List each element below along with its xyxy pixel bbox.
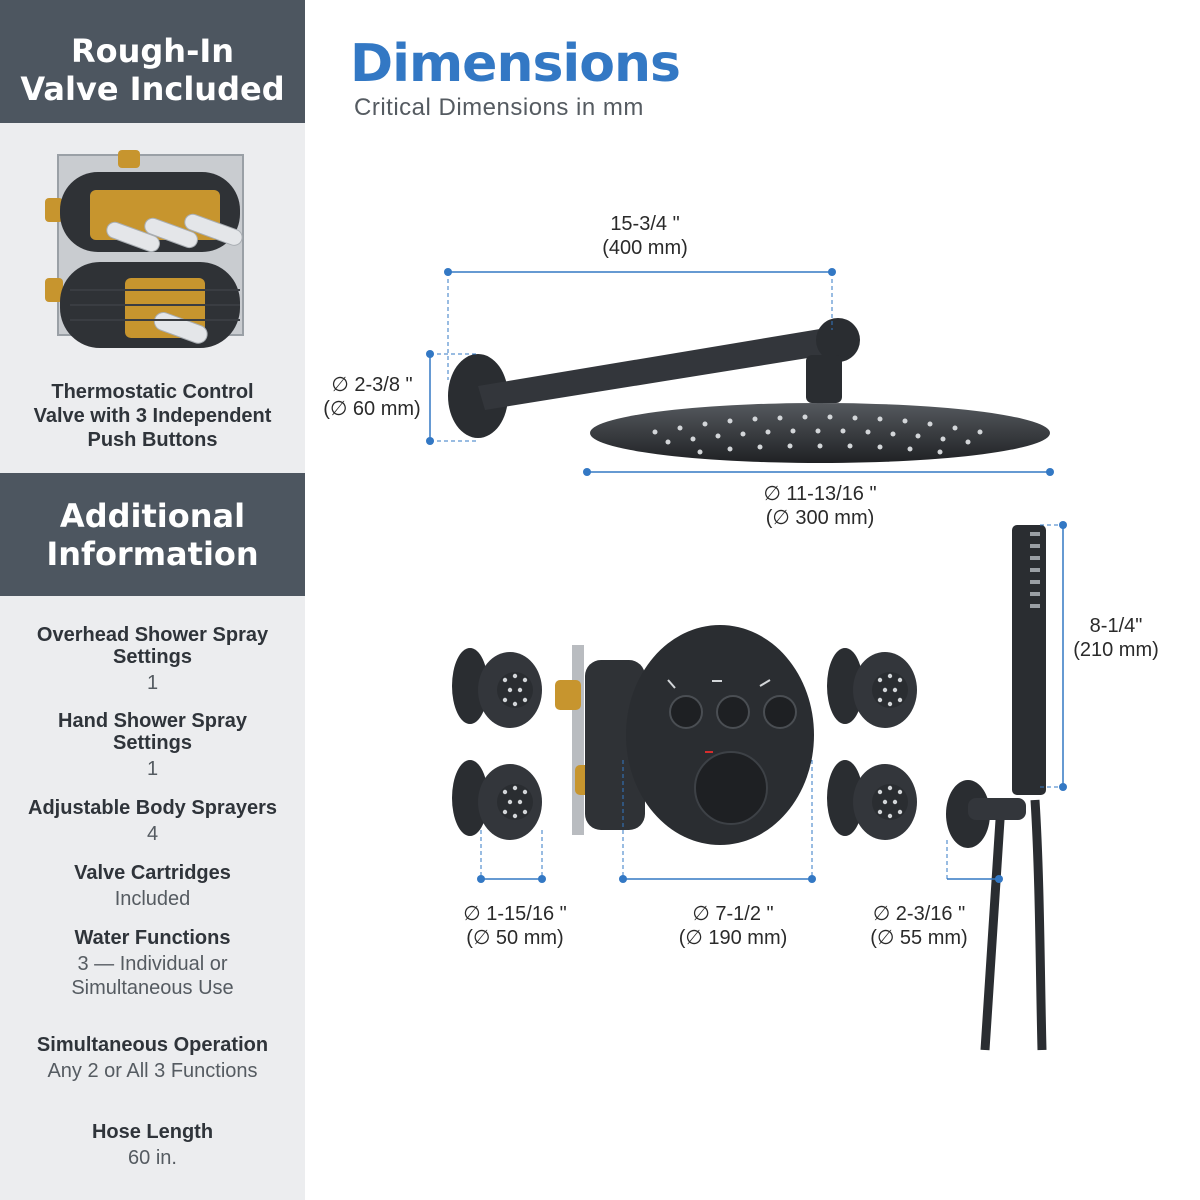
spec-value-line: Simultaneous Use [71,977,234,999]
valve-caption-line-2: Valve with 3 Independent [33,405,272,427]
shower-head [590,403,1050,463]
body-sprayer-label: ∅ 1-15/16 " (∅ 50 mm) [442,902,588,950]
additional-info-header-line-1: Additional [59,497,246,535]
valve-caption-line-1: Thermostatic Control [51,381,254,403]
rough-in-header-line-2: Valve Included [20,70,285,108]
spec-label: Adjustable Body Sprayers [28,797,277,819]
sidebar: Rough-In Valve Included Thermostatic Con… [0,0,305,1200]
holder-imperial: ∅ 2-3/16 " [872,903,966,925]
body-sprayer-imperial: ∅ 1-15/16 " [463,903,567,925]
arm-length-imperial: 15-3/4 " [610,213,680,235]
push-button-1 [669,695,703,729]
trim-plate-metric: (∅ 190 mm) [678,927,788,949]
additional-info-header: Additional Information [0,473,305,596]
thermostatic-knob [694,751,768,825]
wall-flange [448,354,508,438]
rough-in-header: Rough-In Valve Included [0,0,305,123]
hand-shower-imperial: 8-1/4" [1089,615,1143,637]
spec-hose-length: Hose Length 60 in. [0,1121,305,1170]
flange-dimension-line [426,350,476,445]
spec-simultaneous-operation: Simultaneous Operation Any 2 or All 3 Fu… [0,1034,305,1083]
holder-dimension-line [946,840,1003,883]
page-title: Dimensions [350,34,681,94]
hose [980,819,1005,1051]
body-sprayer-dimension-line [477,830,546,883]
spec-value-line: 3 — Individual or [77,953,228,975]
spec-value: 60 in. [128,1147,177,1169]
spec-label: Valve Cartridges [74,862,231,884]
valve-body [585,660,645,830]
function-icons [667,679,771,689]
push-button-3 [763,695,797,729]
shower-arm [478,326,845,410]
trim-plate-dimension-line [619,760,816,883]
trim-plate-label: ∅ 7-1/2 " (∅ 190 mm) [660,902,806,950]
shower-head-label: ∅ 11-13/16 " (∅ 300 mm) [735,482,905,530]
holder-metric: (∅ 55 mm) [870,927,968,949]
hand-shower-dimension-line [1040,521,1067,791]
arm-elbow [816,318,860,362]
hand-shower-label: 8-1/4" (210 mm) [1063,614,1169,662]
valve-caption: Thermostatic Control Valve with 3 Indepe… [0,380,305,452]
body-sprayer [452,760,542,840]
head-dimension-line [583,468,1054,476]
arm-length-label: 15-3/4 " (400 mm) [560,212,730,260]
spec-label-line: Hand Shower Spray [58,710,247,732]
trim-plate-imperial: ∅ 7-1/2 " [692,903,774,925]
body-sprayer-metric: (∅ 50 mm) [466,927,564,949]
rough-in-valve-image [45,150,244,348]
spec-value: Included [114,888,191,910]
spec-value: Any 2 or All 3 Functions [47,1060,258,1082]
arm-length-metric: (400 mm) [602,237,688,259]
arm-length-dimension-line [444,268,836,380]
additional-info-header-line-2: Information [46,535,259,573]
flange-imperial: ∅ 2-3/8 " [331,374,413,396]
hand-shower-handle [1012,525,1046,795]
body-sprayer [827,648,917,728]
brass-inlet [555,680,581,710]
spec-label-line: Settings [113,646,192,668]
trim-valve [555,625,814,845]
spec-value: 4 [146,823,159,845]
body-sprayer [452,648,542,728]
push-button-2 [716,695,750,729]
spec-body-sprayers: Adjustable Body Sprayers 4 [0,797,305,846]
body-sprayers [452,648,917,840]
spec-valve-cartridges: Valve Cartridges Included [0,862,305,911]
spec-value: 1 [146,758,159,780]
spec-label: Hose Length [91,1121,214,1143]
spec-value: 1 [146,672,159,694]
shower-head-imperial: ∅ 11-13/16 " [763,483,877,505]
spec-label: Simultaneous Operation [36,1034,269,1056]
spec-label-line: Overhead Shower Spray [36,624,269,646]
hand-shower [946,525,1047,1051]
mounting-bracket [572,645,584,835]
hand-shower-metric: (210 mm) [1073,639,1159,661]
overhead-shower [448,318,1050,463]
flange-label: ∅ 2-3/8 " (∅ 60 mm) [312,373,432,421]
hand-shower-holder [946,780,990,848]
spec-label-line: Settings [113,732,192,754]
body-sprayer [827,760,917,840]
spec-label: Water Functions [74,927,231,949]
shower-head-nozzles [652,414,983,455]
page-subtitle: Critical Dimensions in mm [354,94,644,121]
flange-metric: (∅ 60 mm) [323,398,421,420]
shower-head-metric: (∅ 300 mm) [765,507,875,529]
holder-label: ∅ 2-3/16 " (∅ 55 mm) [846,902,992,950]
swivel-ball [806,355,842,403]
valve-caption-line-3: Push Buttons [87,429,218,451]
rough-in-header-line-1: Rough-In [70,32,235,70]
